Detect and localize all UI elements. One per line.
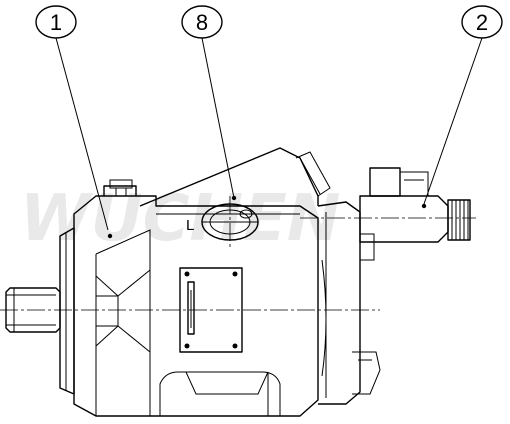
swash-housing-top [139,147,331,207]
solenoid-valve [359,167,471,243]
balloon-8: 8 [181,5,237,201]
centerlines [0,196,476,311]
control-valve-left [103,179,137,196]
balloon-2: 2 [421,5,503,209]
balloon-1-label: 1 [50,10,62,35]
balloon-1: 1 [35,5,113,239]
balloon-2-label: 2 [476,10,488,35]
drive-shaft [5,287,61,333]
rear-port-plate [317,201,381,405]
watermark: WUCHEN [20,182,340,256]
balloon-8-label: 8 [196,10,208,35]
port-l-label: L [186,217,194,234]
